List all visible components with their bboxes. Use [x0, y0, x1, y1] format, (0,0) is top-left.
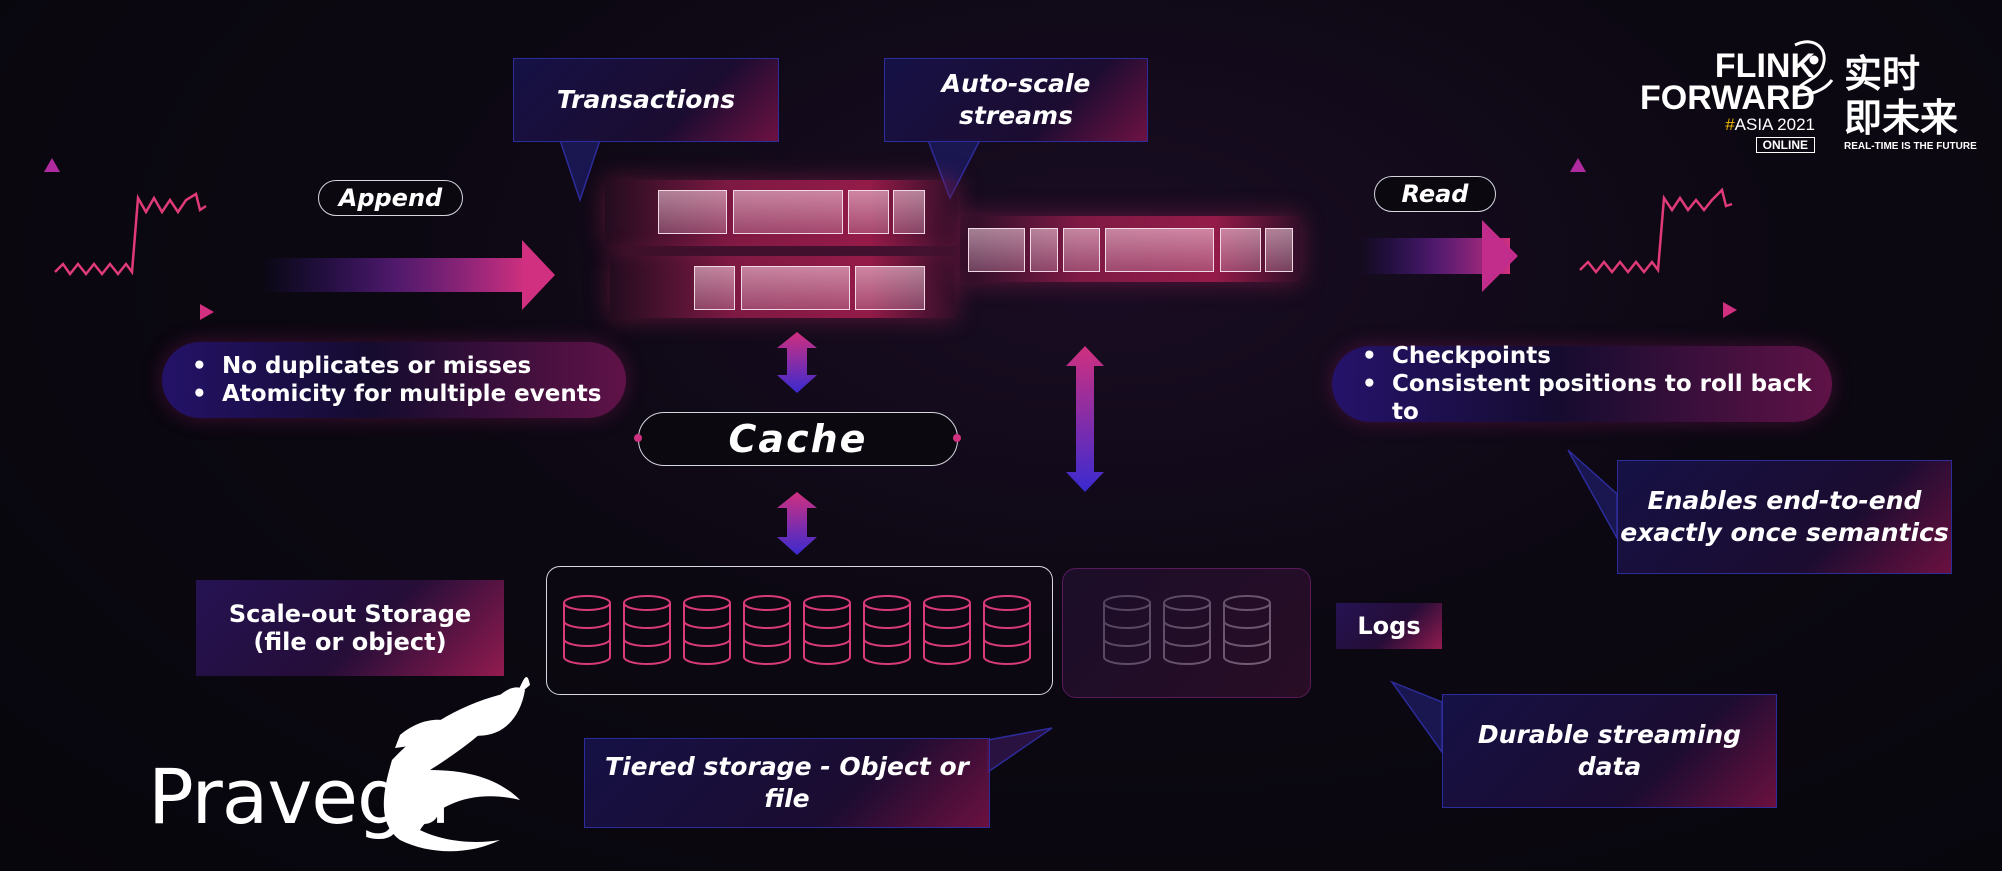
- stream-segment: [733, 190, 843, 234]
- scale-out-line1: Scale-out Storage: [228, 600, 472, 628]
- ingest-chart-icon: [44, 158, 214, 320]
- append-guarantees-list: No duplicates or misses Atomicity for mu…: [162, 352, 601, 408]
- tiered-storage-label: Tiered storage - Object or file: [605, 752, 969, 813]
- stream-segment: [855, 266, 925, 310]
- scale-out-storage-label: Scale-out Storage (file or object): [196, 580, 504, 676]
- asia-text: #ASIA 2021: [1640, 114, 1815, 136]
- append-arrow: [260, 240, 555, 310]
- list-item: No duplicates or misses: [192, 352, 601, 380]
- stream-segment: [848, 190, 889, 234]
- scale-out-line2: (file or object): [253, 628, 447, 656]
- durable-log-container: [1062, 568, 1311, 698]
- cache-to-storage-arrow: [777, 492, 817, 555]
- stream-segment: [1030, 228, 1058, 272]
- cn-line1: 实时: [1844, 52, 1921, 96]
- stream-segment: [1063, 228, 1100, 272]
- tiered-storage-callout: Tiered storage - Object or file: [584, 738, 990, 828]
- append-pill: Append: [318, 180, 463, 216]
- auto-scale-callout: Auto-scale streams: [884, 58, 1148, 142]
- tiered-storage-container: [546, 566, 1053, 695]
- transactions-tail: [558, 139, 602, 203]
- hash-symbol: #: [1725, 115, 1735, 134]
- enables-label-line2: exactly once semantics: [1620, 518, 1949, 547]
- read-guarantees-box: Checkpoints Consistent positions to roll…: [1332, 342, 1832, 425]
- flink-forward-logo: FLINK FORWARD #ASIA 2021 ONLINE: [1640, 47, 1816, 154]
- read-label: Read: [1401, 180, 1469, 208]
- durable-label: Durable streaming data: [1477, 720, 1742, 781]
- logs-label: Logs: [1336, 603, 1442, 649]
- pravega-wordmark: Pravega: [148, 752, 451, 841]
- pravega-text: Pravega: [148, 752, 451, 841]
- stream-segment: [893, 190, 925, 234]
- transactions-label: Transactions: [556, 85, 736, 114]
- enables-tail: [1567, 449, 1618, 541]
- list-item: Consistent positions to roll back to: [1362, 370, 1832, 426]
- read-arrow: [1360, 220, 1518, 292]
- append-label: Append: [338, 184, 443, 212]
- flink-text: FLINK: [1714, 47, 1815, 85]
- cn-line2: 即未来: [1844, 96, 1959, 140]
- auto-scale-label-line2: streams: [959, 101, 1073, 130]
- transactions-callout: Transactions: [513, 58, 779, 142]
- list-item: Atomicity for multiple events: [192, 380, 601, 408]
- read-guarantees-list: Checkpoints Consistent positions to roll…: [1332, 342, 1832, 426]
- logs-text: Logs: [1357, 612, 1421, 640]
- stream-segment: [741, 266, 850, 310]
- auto-scale-label-line1: Auto-scale: [941, 69, 1091, 98]
- flink-squirrel-icon: [1792, 40, 1834, 97]
- forward-text: FORWARD: [1640, 79, 1816, 117]
- stream-segment: [1220, 228, 1261, 272]
- cache-label: Cache: [728, 417, 868, 461]
- stream-segment: [1105, 228, 1214, 272]
- cache-pill-dot-left: [634, 434, 642, 442]
- durable-tail: [1389, 680, 1443, 755]
- online-badge: ONLINE: [1755, 137, 1815, 153]
- read-chart-icon: [1570, 158, 1737, 320]
- enables-callout: Enables end-to-end exactly once semantic…: [1617, 460, 1952, 574]
- asia-year: ASIA 2021: [1734, 115, 1815, 134]
- cache-pill-dot-right: [953, 434, 961, 442]
- realtime-cn-logo: 实时 即未来 REAL-TIME IS THE FUTURE: [1844, 52, 1977, 154]
- pravega-bird-logo: [383, 677, 530, 852]
- stream-segment: [658, 190, 727, 234]
- read-pill: Read: [1374, 176, 1496, 212]
- stream-segment: [1265, 228, 1293, 272]
- tiered-tail: [987, 727, 1053, 774]
- stream-segment: [694, 266, 735, 310]
- tagline: REAL-TIME IS THE FUTURE: [1844, 141, 1977, 152]
- stream-segment: [968, 228, 1025, 272]
- cache-pill: Cache: [638, 412, 958, 466]
- durable-callout: Durable streaming data: [1442, 694, 1777, 808]
- cache-to-stream-arrow: [777, 332, 817, 393]
- enables-label-line1: Enables end-to-end: [1647, 486, 1922, 515]
- append-guarantees-box: No duplicates or misses Atomicity for mu…: [162, 342, 626, 418]
- stream-to-logs-arrow: [1066, 346, 1104, 492]
- tiered-storage-db-icons: [563, 595, 1031, 665]
- list-item: Checkpoints: [1362, 342, 1832, 370]
